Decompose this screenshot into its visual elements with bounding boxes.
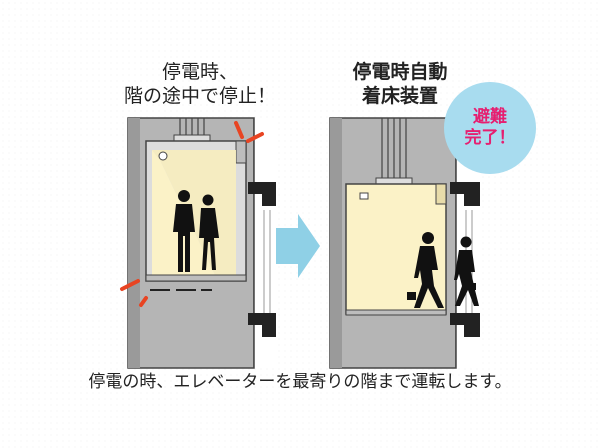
left-elevator-shaft [120, 117, 276, 369]
badge-line-2: 完了！ [464, 128, 516, 148]
left-floor-slab-upper [248, 182, 276, 206]
right-floor-slab-upper [450, 182, 480, 206]
stopped-label-line-1: 停電時、 [161, 61, 238, 83]
evacuation-complete-badge: 避難 完了！ [444, 82, 536, 174]
people-silhouette-icon [173, 190, 219, 272]
badge-line-1: 避難 [473, 107, 507, 127]
right-floor-slab-lower [450, 313, 480, 337]
auto-landing-label-line-1: 停電時自動 [352, 61, 448, 83]
stopped-label-line-2: 階の途中で停止！ [123, 85, 276, 107]
alert-marks-icon [120, 121, 264, 307]
auto-landing-label-line-2: 着床装置 [361, 85, 438, 107]
arrow-right-icon [276, 214, 320, 278]
caption-text: 停電の時、エレベーターを最寄りの階まで運転します。 [88, 372, 512, 392]
auto-landing-label: 停電時自動 着床装置 [310, 60, 490, 108]
stopped-elevator-label: 停電時、 階の途中で停止！ [100, 60, 300, 108]
walking-people-icon [407, 232, 479, 308]
left-floor-slab-lower [248, 313, 276, 337]
